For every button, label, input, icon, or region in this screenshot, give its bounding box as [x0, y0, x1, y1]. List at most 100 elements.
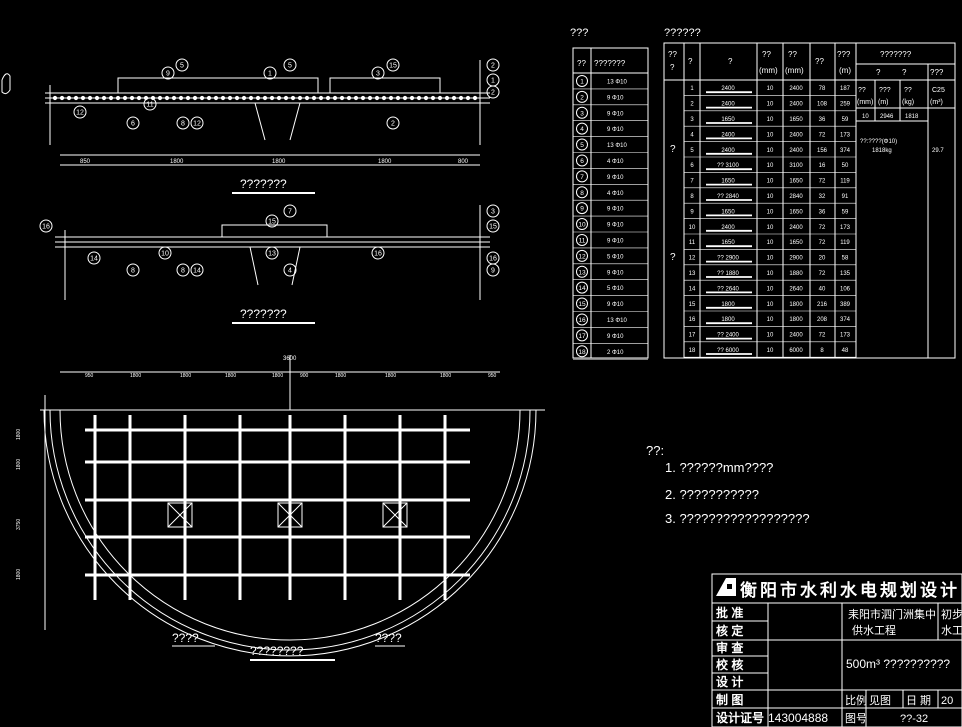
plan-dimension-label: 1800 [440, 373, 451, 379]
rebar-id: 12 [578, 253, 586, 260]
rebar-dot [304, 95, 310, 101]
schedule-cell: 10 [767, 163, 774, 169]
rebar-spec: 2 Φ10 [607, 350, 624, 356]
schedule-cell: 11 [689, 240, 696, 246]
rebar-id: 7 [580, 174, 584, 181]
plan-dimension-label: 1800 [335, 373, 346, 379]
schedule-cell: 1800 [789, 302, 803, 308]
rebar-dot [451, 95, 457, 101]
schedule-cell: 10 [767, 102, 774, 108]
rebar-id-circle [576, 249, 588, 262]
top-dimension-label: 1800 [378, 159, 392, 165]
sched-u-dia: (mm) [759, 66, 778, 75]
schedule-cell: 10 [767, 148, 774, 154]
callout-number: 15 [489, 224, 497, 231]
plan-caption: ???????? [250, 644, 304, 658]
sum-h-3: ?? [904, 87, 912, 94]
schedule-cell: 135 [840, 271, 851, 277]
rebar-spec: 9 Φ10 [607, 302, 624, 308]
callout-number: 4 [288, 268, 292, 275]
schedule-cell: 4 [690, 132, 694, 138]
schedule-cell: 10 [767, 179, 774, 185]
schedule-cell: 1650 [789, 117, 803, 123]
callout-number: 1 [491, 78, 495, 85]
sched-h-summary: ??????? [880, 50, 912, 59]
sum-u-1: (mm) [857, 99, 873, 106]
schedule-cell: 1800 [721, 302, 735, 308]
lower-section-caption: ??????? [240, 307, 287, 321]
rebar-dot [171, 95, 177, 101]
sum-h-4: C25 [932, 87, 945, 94]
rebar-dot [206, 95, 212, 101]
rebar-dot [346, 95, 352, 101]
callout-number: 7 [288, 209, 292, 216]
sched-h-total: ??? [837, 50, 851, 59]
rebar-id-circle [576, 329, 588, 342]
title-block-role: 审 查 [716, 640, 744, 655]
callout-circle [486, 58, 500, 72]
sum-u-4: (m³) [930, 99, 943, 106]
rebar-dot [297, 95, 303, 101]
sum-concrete: 29.7 [932, 148, 944, 154]
schedule-cell: 10 [689, 225, 696, 231]
schedule-cell: 1880 [789, 271, 803, 277]
rebar-spec: 9 Φ10 [607, 95, 624, 101]
schedule-cell: 50 [842, 163, 849, 169]
schedule-cell: 10 [767, 240, 774, 246]
schedule-cell: 173 [840, 225, 851, 231]
schedule-table-title: ?????? [664, 27, 701, 39]
schedule-cell: 7 [690, 179, 694, 185]
schedule-cell: 36 [819, 209, 826, 215]
callout-circle [371, 246, 385, 260]
sched-h-count: ?? [815, 57, 824, 66]
plan-dimension-label: 1800 [130, 373, 141, 379]
rebar-spec: 9 Φ10 [607, 334, 624, 340]
rebar-id: 4 [580, 126, 584, 133]
callout-circle [486, 263, 500, 277]
schedule-cell: 2 [690, 102, 694, 108]
callout-circle [73, 105, 87, 119]
sched-h-no: ?? [668, 50, 677, 59]
schedule-cell: 119 [840, 240, 850, 246]
rebar-id-circle [576, 202, 588, 215]
callout-number: 3 [376, 71, 380, 78]
schedule-cell: 2400 [721, 102, 735, 108]
schedule-cell: 10 [767, 256, 774, 262]
plan-dimension-label: 1800 [180, 373, 191, 379]
sched-h-shape2: ? [728, 57, 733, 66]
schedule-cell: 173 [840, 132, 851, 138]
rebar-id: 17 [578, 333, 586, 340]
callout-circle [190, 263, 204, 277]
rebar-id: 18 [578, 349, 586, 356]
schedule-cell: 2400 [789, 86, 803, 92]
rebar-spec: 13 Φ10 [607, 318, 627, 324]
rebar-spec: 4 Φ10 [607, 191, 624, 197]
callout-number: 14 [193, 268, 201, 275]
drawing-number: ??-32 [900, 713, 928, 725]
schedule-cell: 20 [819, 256, 826, 262]
callout-number: 10 [161, 251, 169, 258]
plan-dimension-label: 950 [488, 373, 497, 379]
note-1: 1. ??????mm???? [665, 460, 773, 475]
plan-dimension-label: 950 [85, 373, 94, 379]
callout-number: 3 [491, 209, 495, 216]
rebar-dot [339, 95, 345, 101]
schedule-cell: 10 [767, 194, 774, 200]
rebar-dot [101, 95, 107, 101]
schedule-cell: 59 [842, 209, 849, 215]
schedule-cell: ?? 2400 [717, 333, 739, 339]
sum-v-1: 10 [862, 114, 869, 120]
schedule-cell: ?? 3100 [717, 163, 739, 169]
callout-circle [486, 204, 500, 218]
rebar-dot [465, 95, 471, 101]
schedule-cell: 36 [819, 117, 826, 123]
callout-circle [126, 263, 140, 277]
rebar-dot [332, 95, 338, 101]
schedule-cell: 72 [819, 179, 826, 185]
schedule-cell: 1800 [721, 317, 735, 323]
callout-number: 9 [166, 71, 170, 78]
callout-number: 16 [374, 251, 382, 258]
column-footing [167, 502, 193, 528]
